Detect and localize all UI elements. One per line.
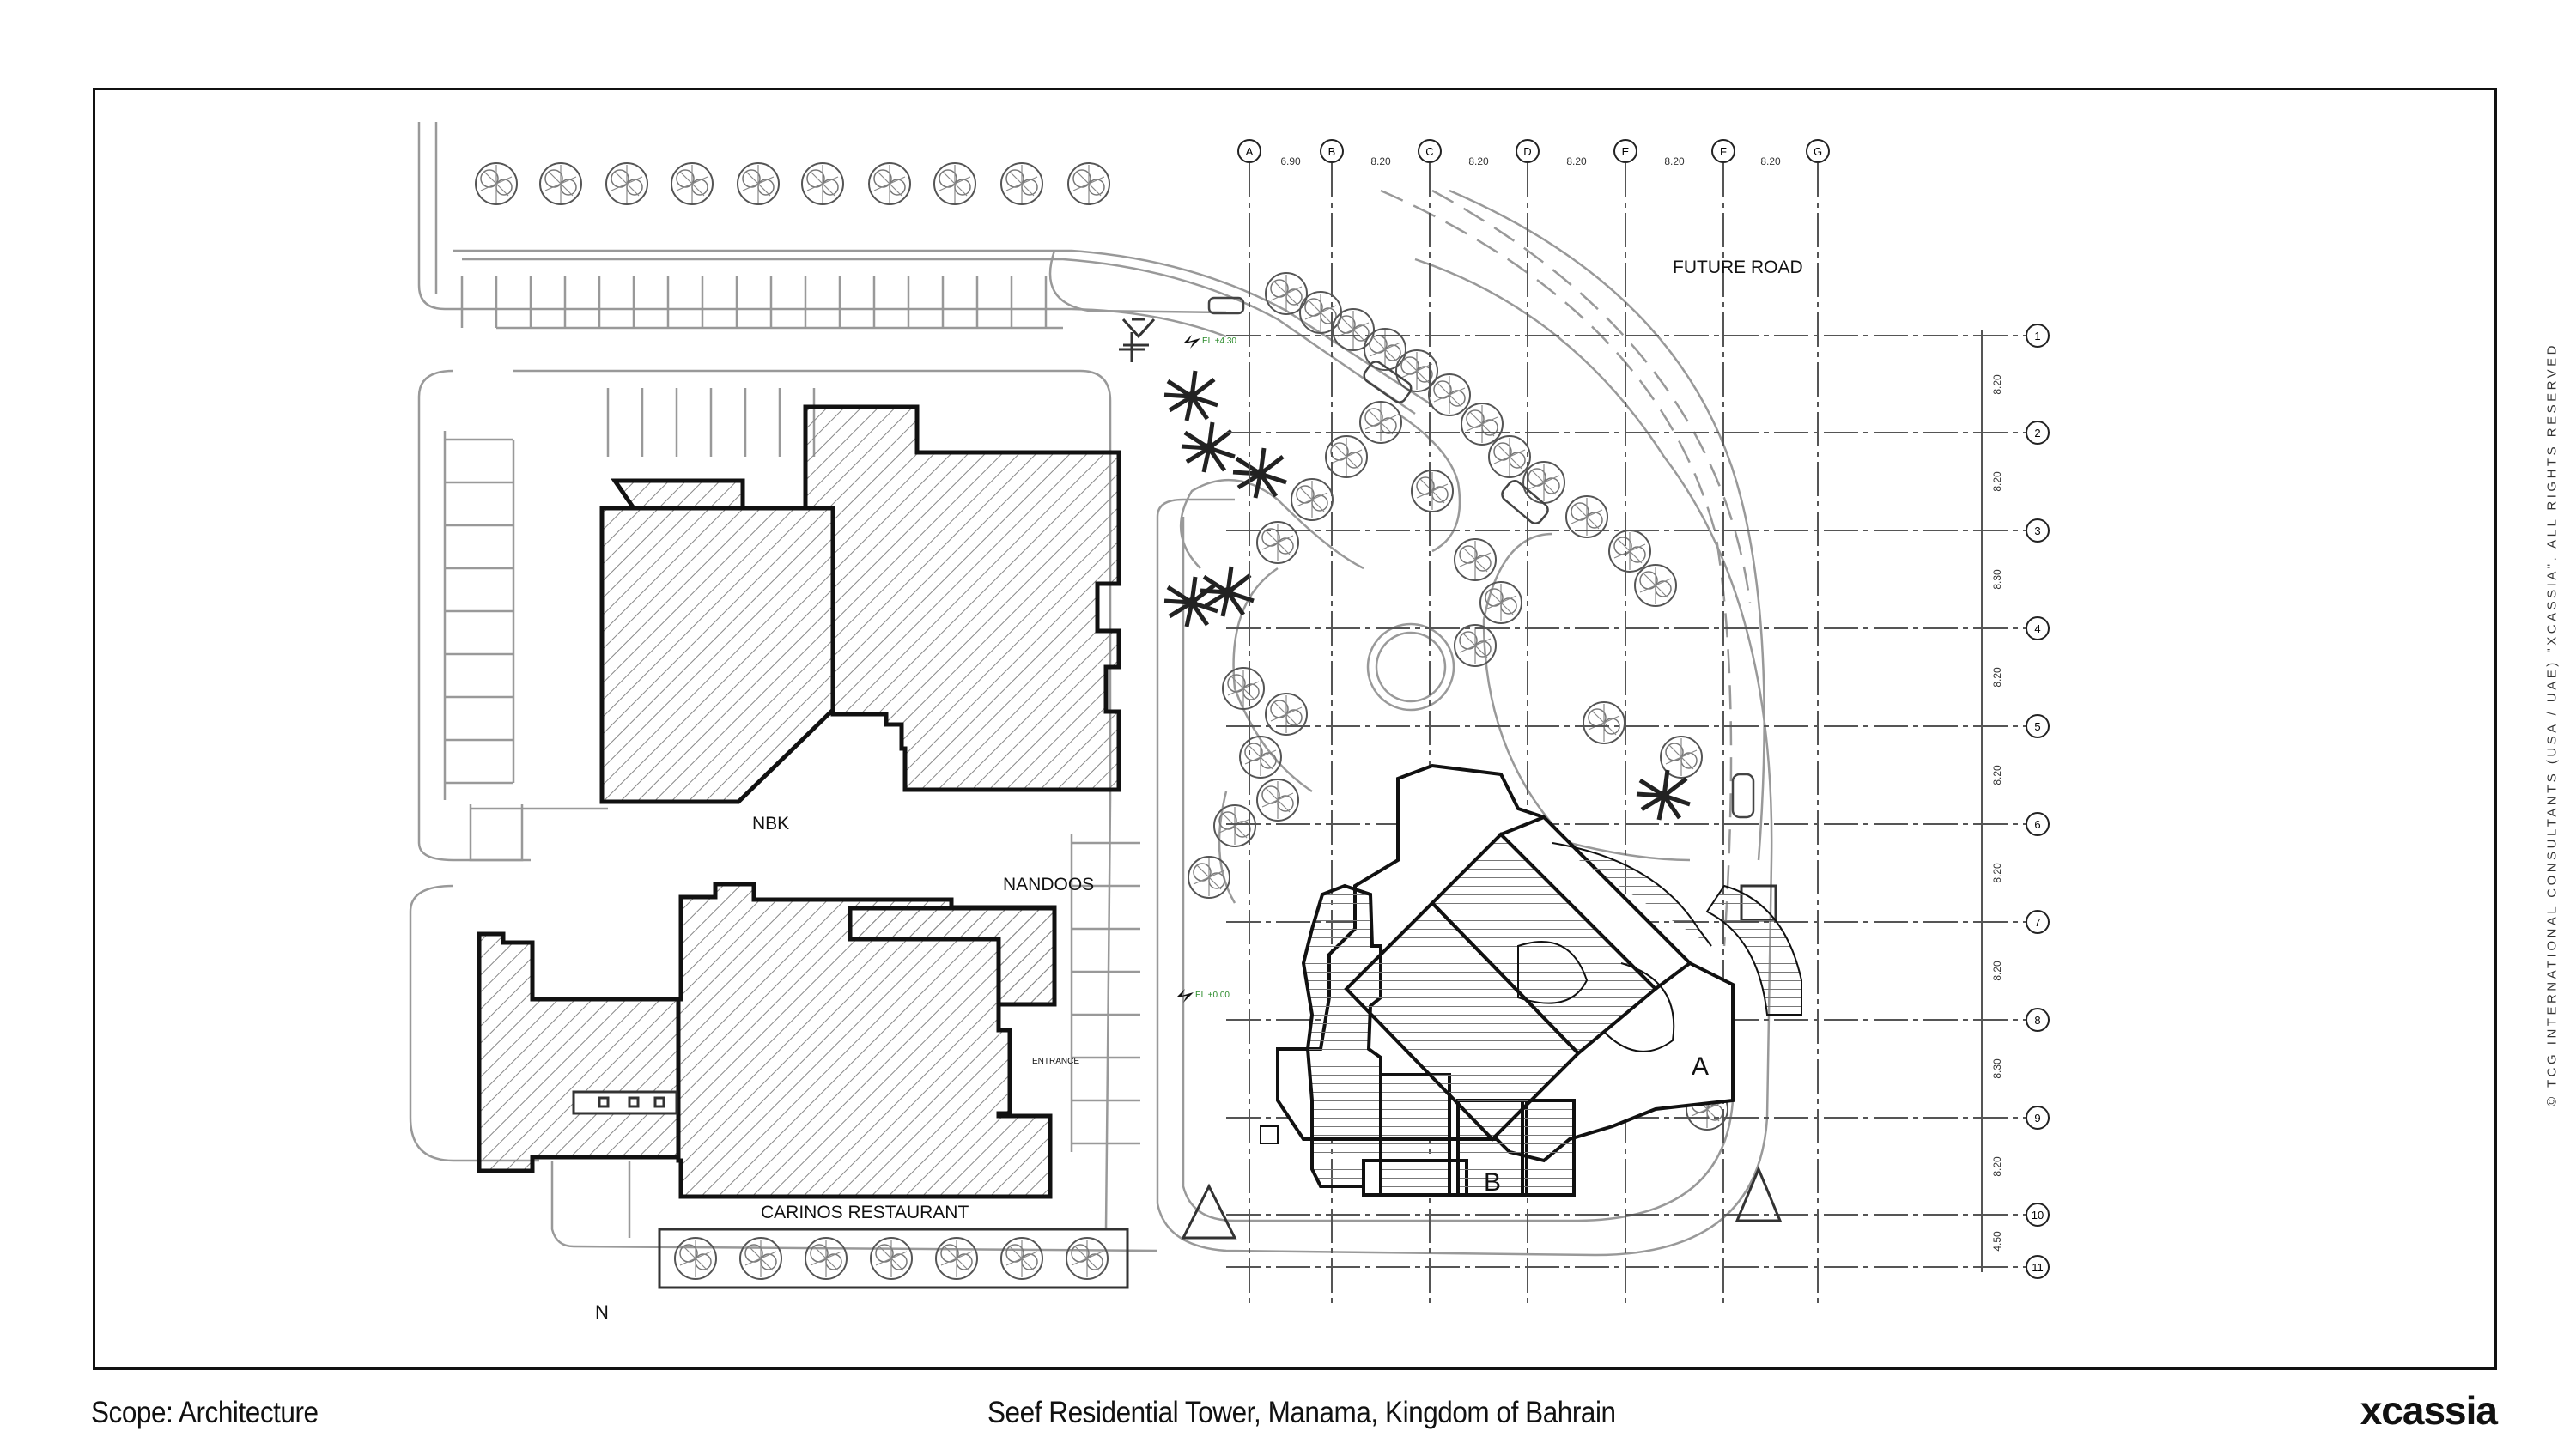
row-label: 3 <box>2034 524 2040 537</box>
site-boundary <box>409 122 1773 1257</box>
level-markers: EL +4.30 EL +0.00 <box>1176 335 1236 1003</box>
row-label: 2 <box>2034 427 2040 440</box>
structural-grid <box>1226 163 2050 1307</box>
building-b-label: B <box>1484 1168 1501 1197</box>
row-label: 11 <box>2032 1261 2044 1274</box>
entrance-label: ENTRANCE <box>1032 1057 1079 1066</box>
column-spacing: 6.90 <box>1280 155 1301 167</box>
carinos-label: CARINOS RESTAURANT <box>761 1203 969 1222</box>
row-spacing: 8.20 <box>1991 961 2003 981</box>
grid-label-d: D <box>1523 145 1531 158</box>
north-label: N <box>595 1301 609 1323</box>
column-spacing: 8.20 <box>1468 155 1489 167</box>
parking-stalls <box>443 276 1140 1152</box>
plan-labels: FUTURE ROAD NBK NANDOOS CARINOS RESTAURA… <box>595 258 1803 1323</box>
project-title: Seef Residential Tower, Manama, Kingdom … <box>987 1396 1616 1429</box>
level-label: EL +0.00 <box>1195 991 1230 1000</box>
nbk-building <box>599 404 1121 804</box>
tower-complex <box>1260 763 1802 1197</box>
column-spacing: 8.20 <box>1760 155 1781 167</box>
parked-cars <box>1207 296 1755 819</box>
column-spacing: 8.20 <box>1664 155 1685 167</box>
nandoos-label: NANDOOS <box>1003 875 1094 894</box>
row-spacing: 8.20 <box>1991 471 2003 492</box>
row-spacing: 8.20 <box>1991 1156 2003 1177</box>
row-spacing: 8.20 <box>1991 374 2003 395</box>
row-label: 6 <box>2034 818 2040 831</box>
row-label: 8 <box>2034 1014 2040 1027</box>
column-spacing: 8.20 <box>1566 155 1587 167</box>
row-label: 4 <box>2034 622 2040 635</box>
palm-trees <box>1164 371 1690 820</box>
row-label: 7 <box>2034 916 2040 929</box>
copyright-notice: © TCG INTERNATIONAL CONSULTANTS (USA / U… <box>2544 343 2560 1106</box>
scope-label: Scope: Architecture <box>91 1396 319 1429</box>
grid-label-f: F <box>1720 145 1727 158</box>
grid-label-b: B <box>1328 145 1336 158</box>
drawing-frame <box>93 88 2497 1370</box>
grid-label-a: A <box>1246 145 1254 158</box>
column-spacing: 8.20 <box>1370 155 1391 167</box>
row-spacing: 8.20 <box>1991 765 2003 785</box>
row-spacing: 8.20 <box>1991 667 2003 688</box>
row-label: 10 <box>2032 1209 2044 1222</box>
row-spacing: 4.50 <box>1991 1231 2003 1252</box>
nbk-label: NBK <box>752 814 789 834</box>
site-plan: A B C D E F G 6.90 8.20 8.20 8.20 8.20 8… <box>409 122 2050 1323</box>
grid-label-g: G <box>1814 145 1822 158</box>
tree-row-top <box>475 162 1110 205</box>
brand-logo: xcassia <box>2360 1388 2498 1433</box>
row-spacing: 8.20 <box>1991 863 2003 883</box>
row-label: 5 <box>2034 720 2040 733</box>
future-road-label: FUTURE ROAD <box>1673 258 1803 277</box>
row-spacing: 8.30 <box>1991 569 2003 590</box>
level-label: EL +4.30 <box>1202 336 1236 346</box>
row-grid-markers: 1 2 3 4 5 6 7 8 9 10 11 8.20 8.20 8.30 8… <box>1991 324 2050 1279</box>
row-spacing: 8.30 <box>1991 1058 2003 1079</box>
building-a-label: A <box>1692 1052 1709 1081</box>
tree-row-bottom <box>658 1228 1129 1289</box>
carinos-building <box>477 882 1057 1199</box>
column-grid-markers: A B C D E F G 6.90 8.20 8.20 8.20 8.20 8… <box>1237 139 1830 167</box>
grid-label-c: C <box>1425 145 1433 158</box>
row-label: 9 <box>2034 1112 2040 1125</box>
row-label: 1 <box>2034 330 2040 343</box>
grid-label-e: E <box>1622 145 1630 158</box>
